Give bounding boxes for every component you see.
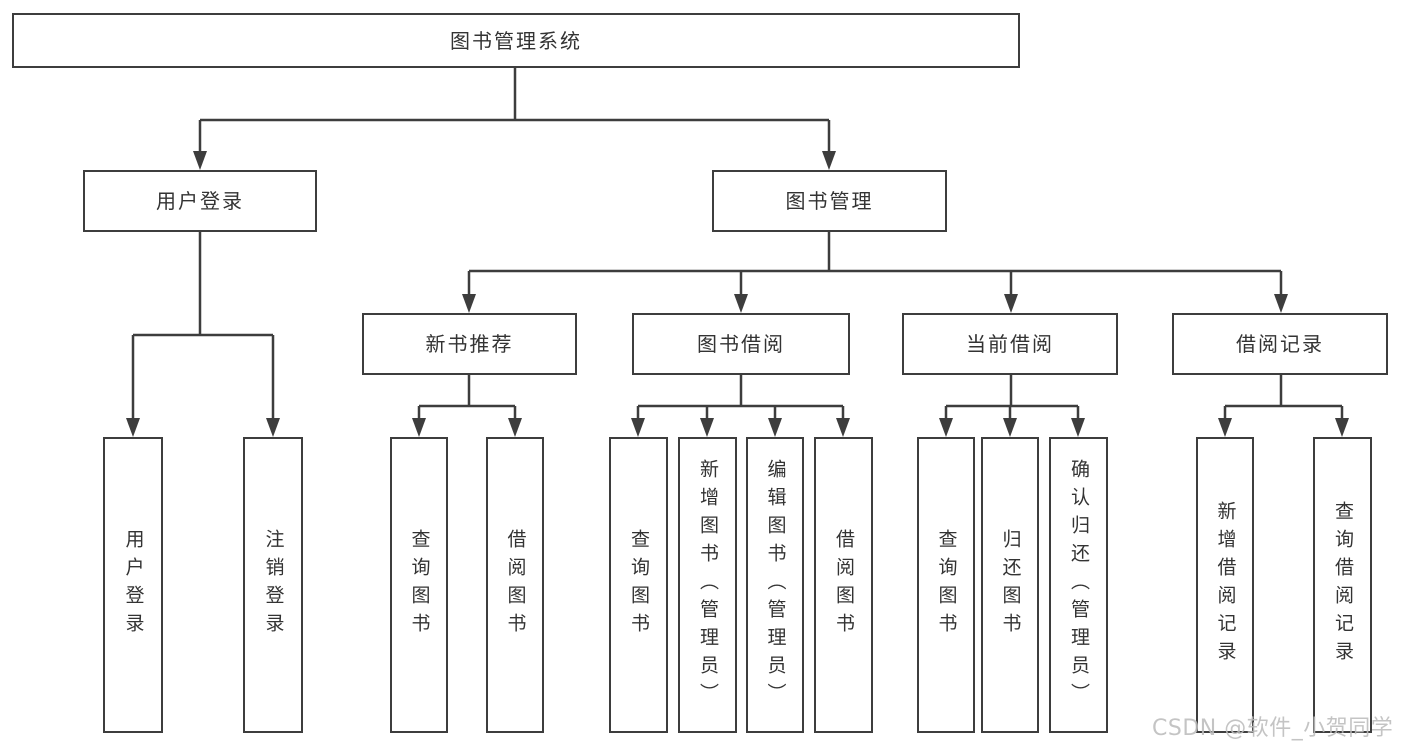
leaf-add-book-admin: 新增图书（管理员） [678, 437, 737, 733]
connector-borrow-records-children [1218, 375, 1349, 437]
leaf-borrow-books-borrow: 借阅图书 [814, 437, 873, 733]
leaf-query-books-recommend: 查询图书 [390, 437, 448, 733]
node-library-system: 图书管理系统 [12, 13, 1020, 68]
csdn-watermark: CSDN @软件_小贺同学 [1152, 716, 1394, 741]
node-new-book-recommend: 新书推荐 [362, 313, 577, 375]
connector-current-borrow-children [939, 375, 1085, 437]
connector-new-book-children [412, 375, 522, 437]
connector-root-to-level1 [193, 68, 836, 170]
leaf-add-borrow-record: 新增借阅记录 [1196, 437, 1254, 733]
leaf-return-books: 归还图书 [981, 437, 1039, 733]
leaf-query-borrow-record: 查询借阅记录 [1313, 437, 1372, 733]
leaf-confirm-return-admin: 确认归还（管理员） [1049, 437, 1108, 733]
leaf-user-login: 用户登录 [103, 437, 163, 733]
leaf-query-books-borrow: 查询图书 [609, 437, 668, 733]
node-user-login-branch: 用户登录 [83, 170, 317, 232]
node-book-management: 图书管理 [712, 170, 947, 232]
node-book-borrow: 图书借阅 [632, 313, 850, 375]
node-current-borrow: 当前借阅 [902, 313, 1118, 375]
leaf-query-books-current: 查询图书 [917, 437, 975, 733]
leaf-edit-book-admin: 编辑图书（管理员） [746, 437, 804, 733]
node-borrow-records: 借阅记录 [1172, 313, 1388, 375]
leaf-borrow-books-recommend: 借阅图书 [486, 437, 544, 733]
connector-book-borrow-children [631, 375, 850, 437]
connector-user-login-children [126, 232, 280, 437]
connector-book-management-children [462, 232, 1288, 313]
leaf-logout: 注销登录 [243, 437, 303, 733]
